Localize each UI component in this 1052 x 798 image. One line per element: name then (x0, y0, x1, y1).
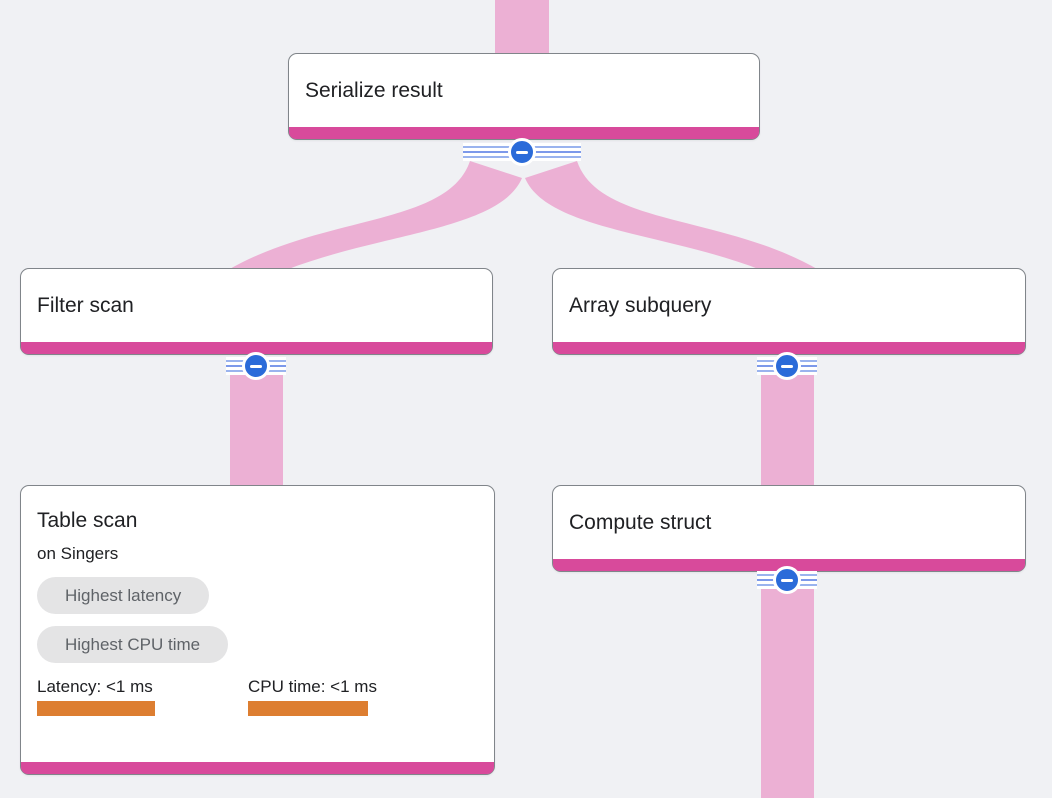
node-subtitle: on Singers (37, 544, 119, 563)
minus-icon (781, 364, 793, 368)
node-serialize-result[interactable]: Serialize result (288, 53, 760, 140)
metric-cpu-time: CPU time: <1 ms (248, 677, 377, 716)
node-title: Table scan (37, 509, 138, 532)
metrics-row: Latency: <1 ms CPU time: <1 ms (21, 663, 494, 716)
node-accent-bar (289, 127, 759, 139)
node-accent-bar (21, 342, 492, 354)
collapse-button-circle[interactable] (773, 566, 801, 594)
collapse-button-circle[interactable] (773, 352, 801, 380)
minus-icon (781, 578, 793, 582)
metric-latency-label: Latency: <1 ms (37, 677, 153, 696)
minus-icon (516, 150, 528, 154)
node-accent-bar (553, 342, 1025, 354)
node-title: Compute struct (569, 511, 712, 534)
flow-edge-filter-to-table (230, 370, 283, 488)
badge-highest-latency: Highest latency (37, 577, 210, 614)
metric-cpu-time-label: CPU time: <1 ms (248, 677, 377, 696)
node-accent-bar (553, 559, 1025, 571)
node-array-subquery[interactable]: Array subquery (552, 268, 1026, 355)
minus-icon (250, 364, 262, 368)
node-title: Array subquery (569, 294, 712, 317)
badge-highest-cpu-time: Highest CPU time (37, 626, 229, 663)
metric-cpu-time-bar (248, 701, 368, 716)
flow-edge-top-to-serialize (495, 0, 549, 55)
flow-edge-compute-to-bottom (761, 584, 814, 798)
node-title: Filter scan (37, 294, 134, 317)
node-accent-bar (21, 762, 494, 774)
collapse-button-circle[interactable] (242, 352, 270, 380)
node-table-scan[interactable]: Table scan on Singers Highest latency Hi… (20, 485, 495, 775)
metric-latency-bar (37, 701, 155, 716)
collapse-button-circle[interactable] (508, 138, 536, 166)
flow-edge-serialize-to-filter (228, 161, 522, 270)
node-filter-scan[interactable]: Filter scan (20, 268, 493, 355)
metric-latency: Latency: <1 ms (37, 677, 248, 716)
node-title: Serialize result (305, 79, 443, 102)
flow-edge-serialize-to-array (525, 161, 819, 270)
flow-edge-array-to-compute (761, 370, 814, 488)
node-compute-struct[interactable]: Compute struct (552, 485, 1026, 572)
